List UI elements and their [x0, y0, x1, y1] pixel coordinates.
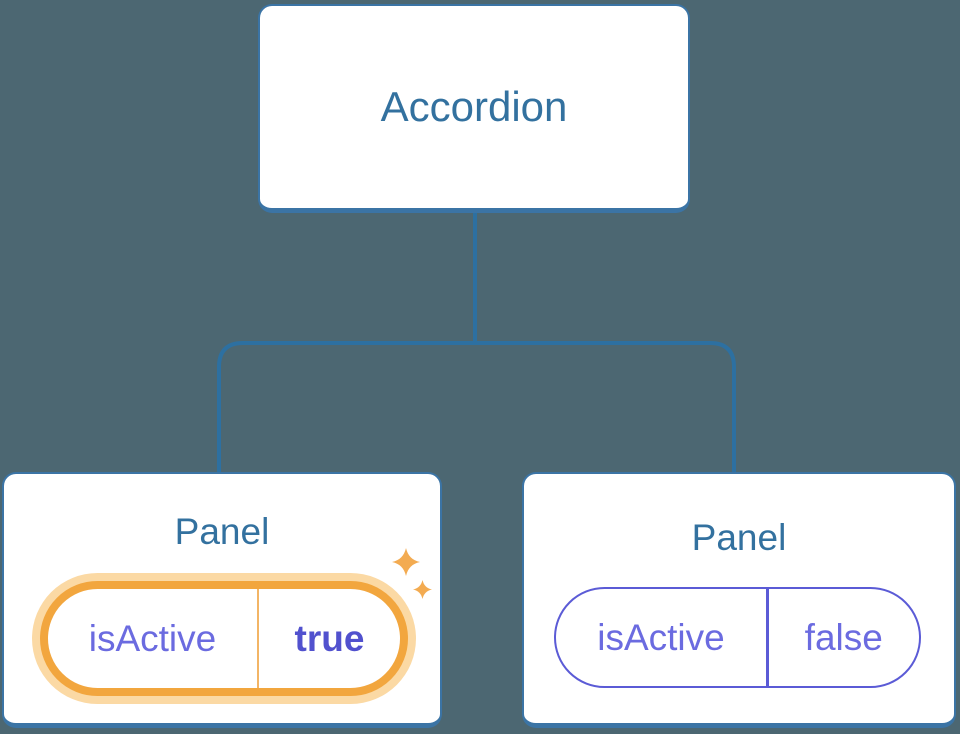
prop-name: isActive [597, 616, 725, 658]
pill-divider [257, 589, 259, 688]
prop-pill-inactive: isActive false [554, 587, 921, 688]
panel-title: Panel [174, 511, 270, 552]
prop-pill-active: isActive true [40, 581, 408, 696]
prop-value: false [804, 616, 883, 658]
pill-divider [766, 589, 769, 686]
tree-node-accordion: Accordion [258, 4, 690, 213]
tree-node-panel-active: Panel isActive true [2, 472, 442, 728]
prop-name: isActive [88, 617, 217, 659]
panel-title: Panel [691, 517, 787, 558]
prop-value: true [294, 617, 365, 659]
accordion-node-label: Accordion [380, 83, 568, 130]
tree-node-panel-inactive: Panel isActive false [522, 472, 956, 728]
